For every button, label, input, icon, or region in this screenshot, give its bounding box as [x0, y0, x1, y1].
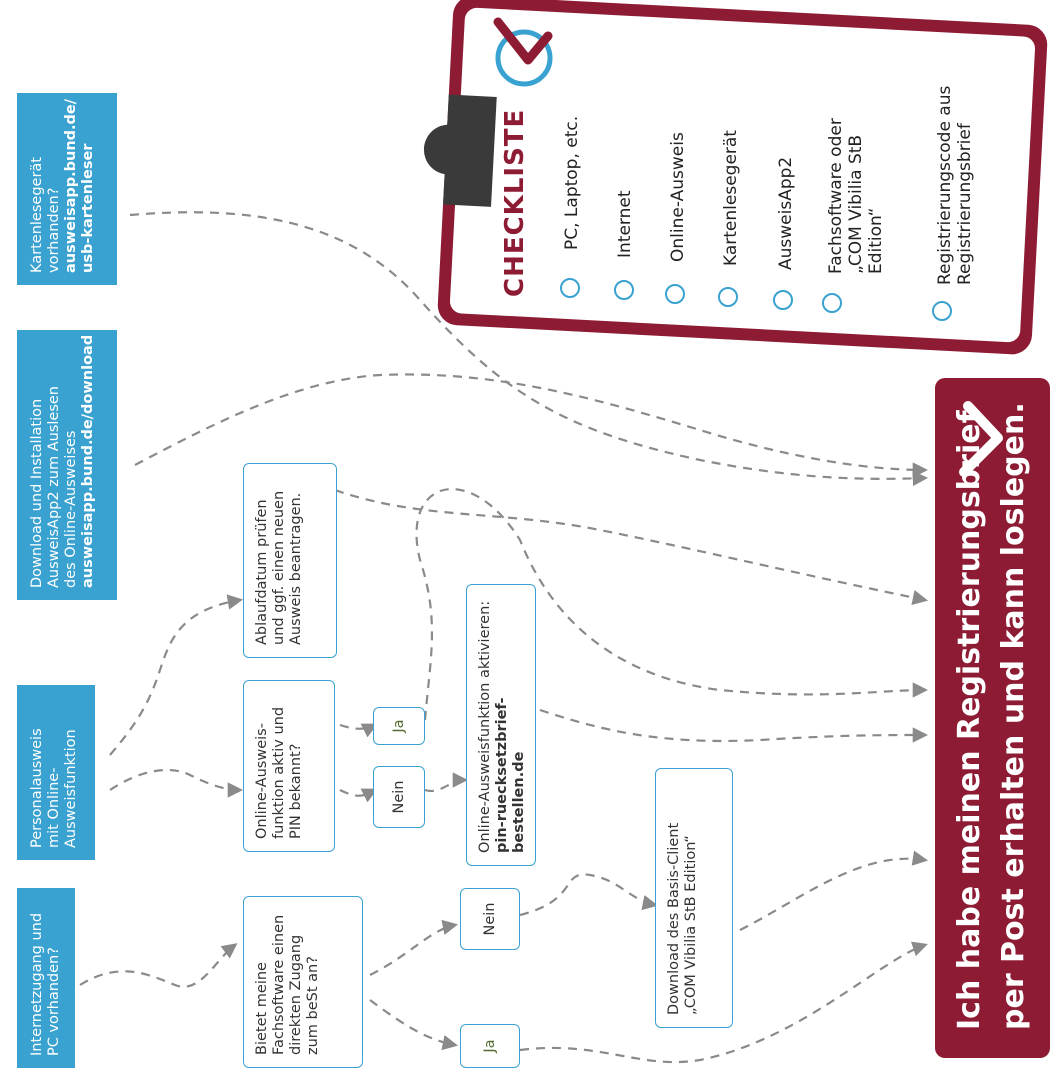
checklist-item-6: Fachsoftware oder „COM Vibilia StB Editi…	[826, 118, 886, 274]
start-box-personalausweis: Personalausweis mit Online- Ausweisfunkt…	[17, 685, 95, 860]
checklist-circle-3[interactable]	[665, 284, 685, 304]
checklist-item-3: Online-Ausweis	[668, 132, 688, 262]
checklist-circle-7[interactable]	[932, 301, 952, 321]
final-text: Ich habe meinen Registrierungsbrief per …	[948, 390, 1036, 1030]
checklist-item-7: Registrierungscode aus Registrierungsbri…	[935, 86, 975, 285]
start-box-internet: Internetzugang und PC vorhanden?	[17, 888, 75, 1068]
decision-box-basis-client: Download des Basis-Client „COM Vibilia S…	[655, 768, 733, 1028]
checklist-circle-6[interactable]	[822, 293, 842, 313]
checklist-title: CHECKLISTE	[500, 108, 530, 297]
answer-ja-fachsoftware-label: Ja	[481, 1039, 498, 1053]
final-line-1: Ich habe meinen Registrierungsbrief	[952, 410, 987, 1030]
answer-box-ja-fachsoftware: Ja	[460, 1024, 520, 1068]
start-box-personalausweis-line-2: mit Online-	[46, 767, 62, 848]
decision-ablauf-line-1: Ablaufdatum prüfen	[254, 499, 270, 645]
start-box-kartenleser-link-2[interactable]: usb-kartenleser	[80, 143, 96, 273]
decision-ablauf-line-3: Ausweis beantragen.	[288, 492, 304, 645]
decision-online-line-2: funktion aktiv und	[271, 706, 287, 839]
start-box-kartenleser-line-2: vorhanden?	[46, 187, 62, 273]
checklist-circle-1[interactable]	[560, 278, 580, 298]
answer-nein-fachsoftware-label: Nein	[481, 902, 498, 936]
arrow-ablaufdatum-to-final	[334, 488, 929, 606]
checklist-item-7-line-1: Registrierungscode aus	[935, 85, 955, 285]
start-box-personalausweis-line-1: Personalausweis	[29, 728, 45, 848]
decision-box-aktivieren: Online-Ausweisfunktion aktivieren: pin-r…	[466, 584, 536, 866]
arrow-ja-to-final-top	[415, 487, 929, 721]
decision-box-fachsoftware: Bietet meine Fachsoftware einen direkten…	[243, 896, 363, 1068]
checklist-item-1: PC, Laptop, etc.	[562, 116, 582, 250]
arrow-nein-to-basisclient	[519, 873, 659, 917]
start-box-download-link[interactable]: ausweisapp.bund.de/download	[80, 334, 96, 588]
arrow-fachsoftware-to-ja	[369, 999, 459, 1051]
start-box-kartenleser-link-1[interactable]: ausweisapp.bund.de/	[63, 98, 79, 273]
decision-aktivieren-text: Online-Ausweisfunktion aktivieren:	[477, 600, 493, 853]
decision-online-line-3: PIN bekannt?	[288, 743, 304, 839]
answer-box-ja-online: Ja	[373, 707, 425, 745]
arrow-aktivieren-to-final	[539, 708, 929, 743]
start-box-download-line-1: Download und Installation	[29, 398, 45, 588]
final-check-icon	[959, 401, 1003, 477]
arrow-kartenleser-to-final	[129, 211, 929, 487]
decision-fachsoftware-line-1: Bietet meine	[254, 962, 270, 1055]
checklist-item-3-line-1: Online-Ausweis	[668, 132, 688, 262]
answer-ja-online-label: Ja	[390, 719, 407, 733]
final-box	[935, 378, 1050, 1058]
answer-box-nein-online: Nein	[373, 766, 425, 828]
checklist-item-1-line-1: PC, Laptop, etc.	[562, 115, 582, 250]
start-box-personalausweis-line-3: Ausweisfunktion	[63, 729, 79, 848]
decision-aktivieren-link[interactable]: pin-ruecksetzbrief-bestellen.de	[494, 697, 527, 853]
decision-ablauf-line-2: und ggf. einen neuen	[271, 490, 287, 645]
checklist-item-5: AusweisApp2	[776, 157, 796, 270]
checklist-item-2: Internet	[615, 190, 635, 258]
answer-nein-online-label: Nein	[390, 780, 407, 814]
decision-basis-line-2: „COM Vibilia StB Edition“	[683, 835, 699, 1015]
decision-basis-line-1: Download des Basis-Client	[666, 822, 682, 1015]
decision-online-line-1: Online-Ausweis-	[254, 723, 270, 839]
checklist-item-4: Kartenlesegerät	[721, 130, 741, 266]
checklist-circle-2[interactable]	[614, 280, 634, 300]
final-line-2: per Post erhalten und kann loslegen.	[996, 402, 1031, 1030]
checklist-circle-4[interactable]	[718, 287, 738, 307]
checklist-item-4-line-1: Kartenlesegerät	[721, 130, 741, 266]
arrow-personal-to-ablaufdatum	[109, 594, 244, 756]
checklist-circle-5[interactable]	[773, 290, 793, 310]
start-box-kartenleser: Kartenlesegerät vorhanden? ausweisapp.bu…	[17, 93, 117, 285]
checklist-item-2-line-1: Internet	[615, 190, 635, 258]
checklist-item-7-line-2: Registrierungsbrief	[955, 123, 975, 285]
arrow-fachsoftware-to-nein	[369, 919, 459, 976]
arrow-nein-to-aktivieren	[424, 772, 469, 793]
arrow-basisclient-to-final	[739, 850, 929, 931]
arrow-internet-to-fachsoftware	[79, 943, 238, 988]
decision-box-online-ausweis: Online-Ausweis- funktion aktiv und PIN b…	[243, 680, 335, 852]
start-box-download-line-2: AusweisApp2 zum Auslesen	[46, 385, 62, 588]
arrow-online-to-nein	[339, 788, 378, 803]
start-box-download: Download und Installation AusweisApp2 zu…	[17, 330, 117, 600]
checklist-item-6-line-3: Edition“	[866, 207, 886, 274]
start-box-internet-line-2: PC vorhanden?	[46, 947, 62, 1056]
start-box-download-line-3: des Online-Ausweises	[63, 430, 79, 588]
checklist-item-6-line-2: „COM Vibilia StB	[846, 134, 866, 274]
answer-box-nein-fachsoftware: Nein	[460, 888, 520, 950]
start-box-internet-line-1: Internetzugang und	[29, 912, 45, 1056]
checklist-item-5-line-1: AusweisApp2	[776, 156, 796, 270]
start-box-kartenleser-line-1: Kartenlesegerät	[29, 157, 45, 273]
arrow-download-to-final	[134, 373, 929, 478]
clipboard-clip	[421, 93, 497, 207]
checkmark-circle-icon	[493, 17, 553, 87]
decision-box-ablaufdatum: Ablaufdatum prüfen und ggf. einen neuen …	[243, 463, 337, 658]
checklist-item-6-line-1: Fachsoftware oder	[826, 118, 846, 274]
arrow-online-to-ja	[339, 723, 378, 738]
arrow-ja-to-final	[519, 941, 928, 1064]
decision-fachsoftware-line-3: direkten Zugang	[288, 934, 304, 1055]
arrow-personal-to-onlineausweis	[109, 768, 244, 798]
decision-fachsoftware-line-4: zum beSt an?	[305, 956, 321, 1055]
decision-fachsoftware-line-2: Fachsoftware einen	[271, 914, 287, 1055]
